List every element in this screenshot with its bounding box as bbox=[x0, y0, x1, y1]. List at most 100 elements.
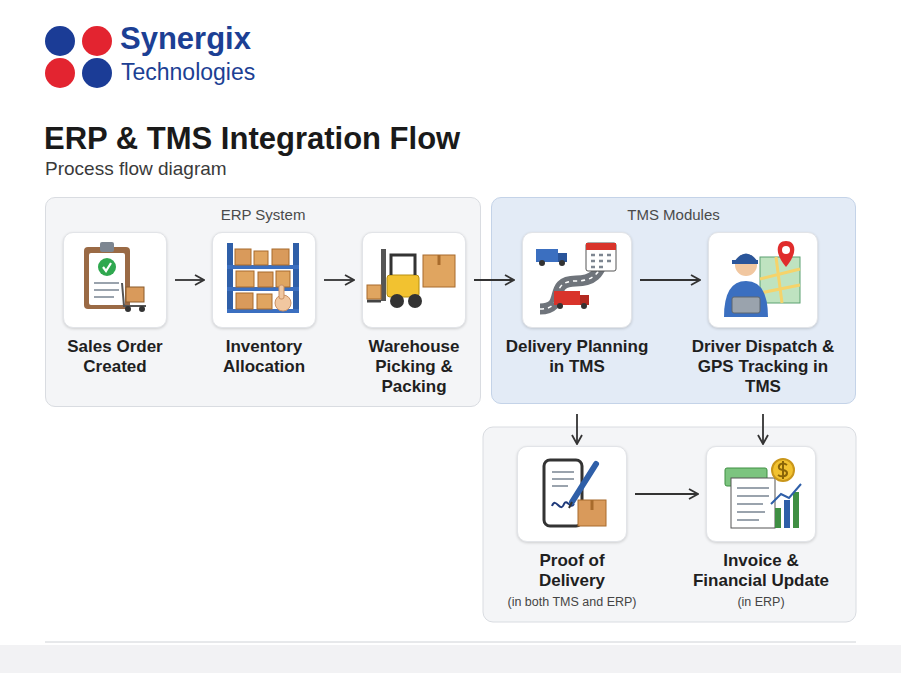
clipboard-icon-part bbox=[125, 306, 131, 312]
system-group: TMS ModulesDelivery Planning in TMSDrive… bbox=[491, 197, 856, 404]
process-step: Sales Order Created bbox=[63, 232, 167, 404]
forklift-icon bbox=[367, 249, 455, 308]
clipboard-icon-part bbox=[103, 263, 111, 271]
flow-arrow bbox=[640, 279, 700, 281]
icon-tile bbox=[522, 232, 632, 328]
invoice-chart-icon-part bbox=[775, 508, 781, 528]
driver-map-icon-part bbox=[734, 254, 758, 263]
clipboard-icon-part bbox=[89, 253, 125, 305]
trucks-route-icon-part bbox=[536, 249, 558, 262]
driver-map-icon-part bbox=[782, 246, 790, 254]
driver-map-icon-part bbox=[732, 297, 760, 313]
flow-arrow bbox=[175, 279, 204, 281]
logo-tagline: Technologies bbox=[121, 59, 255, 85]
step-label: Inventory Allocation bbox=[169, 337, 359, 377]
trucks-route-icon-part bbox=[580, 295, 589, 305]
footer-band bbox=[0, 645, 901, 673]
trucks-route-icon-part bbox=[591, 255, 611, 267]
phone-signature-icon-part bbox=[552, 502, 574, 507]
shelves-icon-part bbox=[275, 295, 291, 311]
forklift-icon-part bbox=[438, 255, 441, 265]
clipboard-icon-part bbox=[139, 306, 145, 312]
logo-dot bbox=[82, 58, 112, 88]
step-title: Inventory Allocation bbox=[194, 337, 334, 377]
step-note: (in both TMS and ERP) bbox=[477, 594, 667, 610]
driver-map-icon-part bbox=[778, 241, 795, 267]
step-label: Driver Dispatch & GPS Tracking in TMS bbox=[668, 337, 858, 397]
step-label: Sales Order Created bbox=[20, 337, 210, 377]
forklift-icon-part bbox=[391, 255, 415, 275]
step-label: Delivery Planning in TMS bbox=[482, 337, 672, 377]
shelves-icon-part bbox=[276, 271, 290, 287]
step-title: Warehouse Picking & Packing bbox=[344, 337, 484, 397]
phone-signature-icon-part bbox=[578, 500, 606, 526]
process-step: Inventory Allocation bbox=[212, 232, 316, 404]
shelves-icon-part bbox=[272, 249, 289, 265]
shelves-icon-part bbox=[279, 285, 284, 299]
system-group: ERP SystemSales Order CreatedInventory A… bbox=[45, 197, 481, 407]
step-label: Proof of Delivery (in both TMS and ERP) bbox=[477, 551, 667, 610]
forklift-icon-part bbox=[390, 294, 404, 308]
clipboard-icon-part bbox=[94, 283, 119, 297]
shelves-icon-part bbox=[235, 249, 251, 265]
icon-tile bbox=[362, 232, 466, 328]
subtitle: Process flow diagram bbox=[45, 158, 227, 180]
step-title: Invoice & Financial Update bbox=[686, 551, 836, 591]
invoice-chart-icon-part bbox=[784, 500, 790, 528]
forklift-icon-part bbox=[408, 294, 422, 308]
step-title: Sales Order Created bbox=[45, 337, 185, 377]
forklift-icon-part bbox=[367, 285, 381, 299]
shelves-icon bbox=[227, 243, 299, 313]
phone-signature-icon-part bbox=[544, 460, 582, 526]
invoice-chart-icon-part bbox=[793, 492, 799, 528]
process-step: Invoice & Financial Update(in ERP) bbox=[706, 446, 816, 616]
flow-arrow bbox=[762, 414, 764, 444]
clipboard-icon-part bbox=[126, 287, 144, 302]
step-title: Driver Dispatch & GPS Tracking in TMS bbox=[683, 337, 843, 397]
phone-signature-icon-part bbox=[572, 464, 596, 502]
step-title: Proof of Delivery bbox=[517, 551, 627, 591]
invoice-chart-icon-part bbox=[771, 484, 801, 504]
trucks-route-icon-part bbox=[581, 303, 587, 309]
trucks-route-icon-part bbox=[586, 243, 616, 250]
logo-dot bbox=[82, 26, 112, 56]
logo-mark bbox=[45, 26, 112, 88]
output-panel bbox=[483, 427, 856, 622]
clipboard-icon-part bbox=[84, 247, 130, 309]
flow-arrow bbox=[474, 279, 514, 281]
trucks-route-icon-part bbox=[540, 255, 610, 309]
logo-dot bbox=[45, 58, 75, 88]
divider-line bbox=[45, 642, 856, 643]
flow-arrow bbox=[635, 493, 698, 495]
shelves-icon-part bbox=[293, 243, 299, 313]
trucks-route-icon-part bbox=[559, 260, 565, 266]
shelves-icon-part bbox=[227, 309, 299, 313]
logo-wordmark: Synergix bbox=[120, 21, 251, 57]
step-label: Warehouse Picking & Packing bbox=[319, 337, 509, 397]
shelves-icon-part bbox=[227, 243, 233, 313]
trucks-route-icon-part bbox=[540, 255, 610, 309]
icon-tile bbox=[212, 232, 316, 328]
driver-map-icon bbox=[724, 241, 800, 317]
driver-map-icon-part bbox=[724, 281, 768, 317]
invoice-chart-icon-part bbox=[731, 478, 775, 528]
step-title: Delivery Planning in TMS bbox=[497, 337, 657, 377]
shelves-icon-part bbox=[254, 251, 268, 265]
invoice-chart-icon-part bbox=[737, 488, 769, 520]
trucks-route-icon-part bbox=[586, 243, 616, 271]
invoice-chart-icon-part bbox=[772, 459, 794, 481]
trucks-route-icon-part bbox=[554, 291, 580, 305]
icon-tile bbox=[706, 446, 816, 542]
process-step: Warehouse Picking & Packing bbox=[362, 232, 466, 404]
clipboard-icon-part bbox=[122, 283, 146, 306]
step-note: (in ERP) bbox=[666, 594, 856, 610]
shelves-icon-part bbox=[257, 294, 272, 309]
group-title: ERP System bbox=[46, 206, 480, 223]
shelves-icon-part bbox=[258, 272, 273, 287]
trucks-route-icon-part bbox=[558, 253, 567, 262]
driver-map-icon-part bbox=[732, 260, 758, 264]
shelves-icon-part bbox=[236, 271, 254, 287]
logo-dot bbox=[45, 26, 75, 56]
forklift-icon-part bbox=[423, 255, 455, 287]
